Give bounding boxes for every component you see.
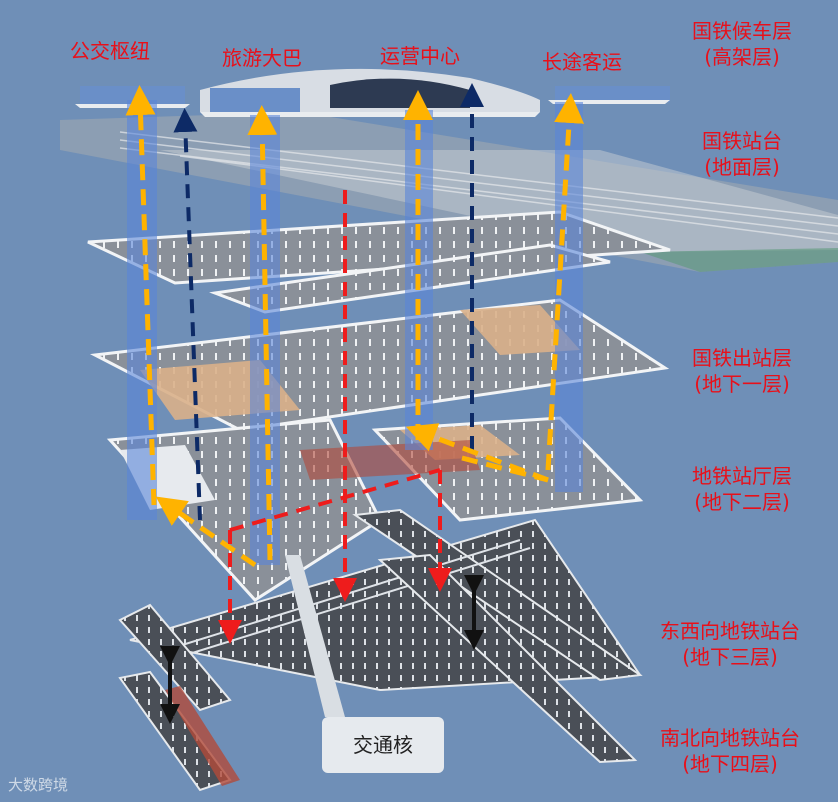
callout-transport-core: 交通核: [322, 717, 444, 773]
floor-label-b1: 国铁出站层 (地下一层): [662, 345, 822, 397]
label-tour-bus: 旅游大巴: [222, 45, 302, 71]
floor-label-b3: 东西向地铁站台 (地下三层): [630, 618, 830, 670]
label-long-distance: 长途客运: [542, 49, 622, 75]
floor-label-ground: 国铁站台 (地面层): [672, 128, 812, 180]
floor-label-b2: 地铁站厅层 (地下二层): [662, 463, 822, 515]
label-ops-center: 运营中心: [380, 43, 460, 69]
label-bus-hub: 公交枢纽: [70, 38, 150, 64]
watermark: 大数跨境: [8, 774, 68, 795]
floor-label-b4: 南北向地铁站台 (地下四层): [630, 725, 830, 777]
floor-label-elevated: 国铁候车层 (高架层): [662, 18, 822, 70]
